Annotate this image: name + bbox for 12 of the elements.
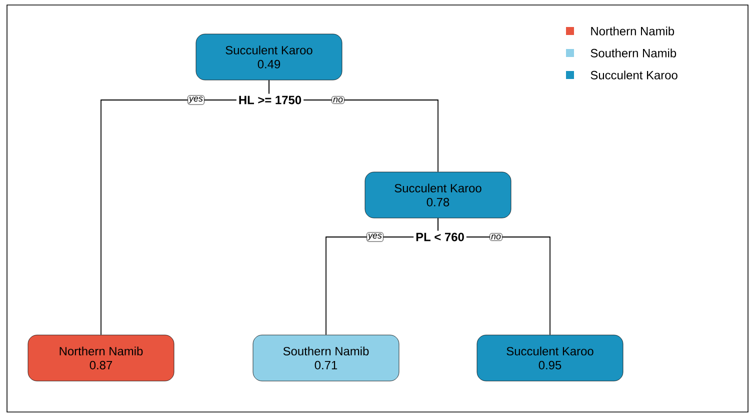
legend-label: Northern Namib xyxy=(591,26,674,36)
edge-label: yes xyxy=(188,95,204,105)
legend-label: Succulent Karoo xyxy=(590,70,678,80)
legend-label: Southern Namib xyxy=(590,48,676,58)
node-box: Southern Namib 0.71 xyxy=(252,334,400,382)
edge-label: yes xyxy=(366,232,384,242)
node-box: Succulent Karoo 0.49 xyxy=(196,34,342,80)
node-box: Succulent Karoo 0.78 xyxy=(364,172,512,218)
node-box: Succulent Karoo 0.95 xyxy=(476,334,624,382)
edge-label: no xyxy=(332,96,344,104)
edge-label: no xyxy=(490,233,502,241)
node-box: Northern Namib 0.87 xyxy=(28,334,174,382)
